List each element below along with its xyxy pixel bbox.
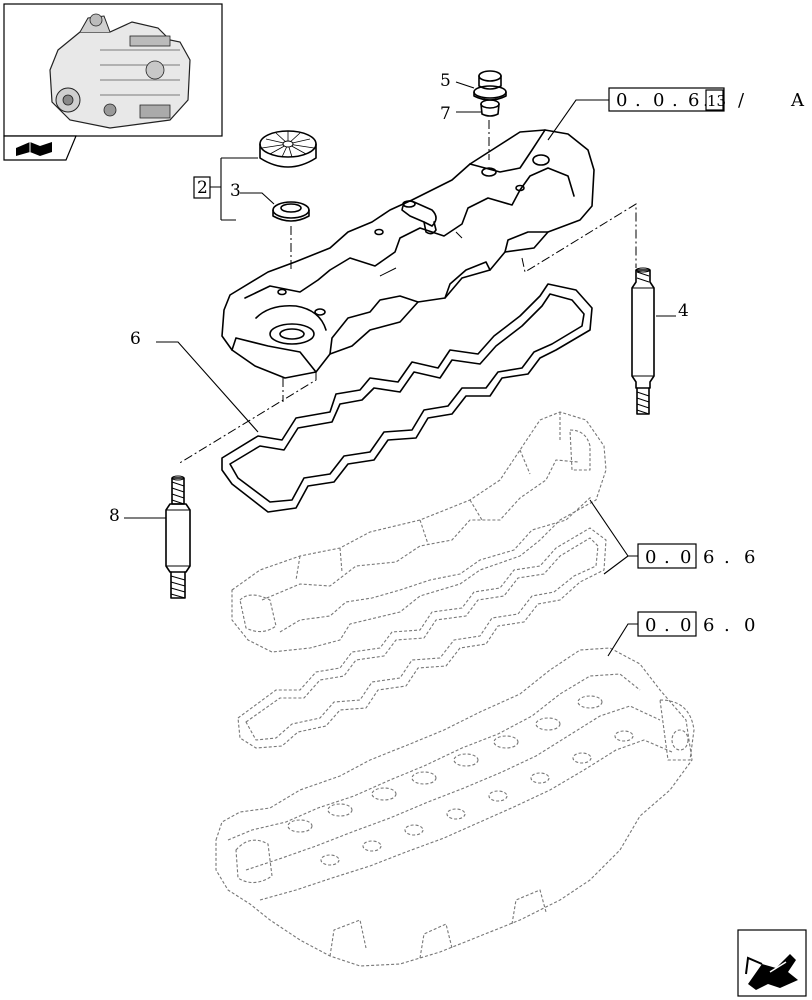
book-icon	[16, 142, 52, 156]
svg-text:.: .	[664, 615, 670, 636]
svg-text:6: 6	[744, 547, 755, 568]
part-5-bolt	[473, 70, 507, 101]
part-6-gasket	[221, 283, 593, 513]
reference-low[interactable]: 0 . 0 6 . 0	[637, 611, 755, 637]
callout-2: 2	[197, 178, 208, 198]
callout-6: 6	[130, 329, 141, 349]
leader-3	[240, 192, 275, 205]
svg-text:.: .	[664, 547, 670, 568]
next-page-arrow-icon[interactable]	[737, 929, 807, 997]
callout-8: 8	[109, 506, 120, 526]
reference-top[interactable]: 0 . 0 . 6 . 13 / A	[608, 87, 805, 112]
reference-mid-box	[637, 543, 697, 569]
leader-low-ref	[607, 623, 638, 657]
svg-text:0: 0	[645, 547, 656, 568]
svg-text:.: .	[672, 90, 678, 111]
reference-low-box	[637, 611, 697, 637]
phantom-cylinder-head	[215, 647, 695, 967]
leader-top-ref	[547, 99, 609, 141]
callout-3: 3	[230, 181, 241, 201]
svg-text:.: .	[635, 90, 641, 111]
phantom-head-housing	[231, 411, 607, 653]
svg-text:0: 0	[680, 615, 691, 636]
callout-4: 4	[678, 301, 689, 321]
svg-text:0: 0	[744, 615, 755, 636]
axis-stud-8	[177, 372, 317, 465]
thumbnail-panel[interactable]	[3, 3, 223, 161]
svg-text:0: 0	[645, 615, 656, 636]
axis-stud-4	[521, 203, 637, 273]
part-oil-filler-cap	[259, 130, 317, 168]
leader-5	[455, 81, 475, 89]
phantom-lower-gasket	[237, 527, 607, 749]
svg-text:6: 6	[703, 615, 714, 636]
part-4-stud	[631, 267, 655, 415]
svg-text:0: 0	[653, 90, 664, 111]
reference-top-variant: A	[790, 90, 805, 111]
bracket-2	[210, 157, 258, 221]
part-8-stud	[165, 475, 191, 599]
part-valve-cover	[221, 129, 595, 379]
callout-7: 7	[440, 104, 451, 124]
svg-text:6: 6	[703, 547, 714, 568]
callout-5: 5	[440, 71, 451, 91]
svg-text:6: 6	[688, 90, 699, 111]
svg-text:0: 0	[616, 90, 627, 111]
reference-mid[interactable]: 0 . 0 6 . 6	[637, 543, 755, 569]
engine-thumbnail-icon	[49, 13, 191, 129]
part-3-seal	[272, 201, 310, 222]
leader-mid-ref	[589, 499, 638, 575]
svg-text:.: .	[724, 547, 730, 568]
svg-text:.: .	[724, 615, 730, 636]
phantom-valve-ports	[287, 695, 634, 866]
leader-6	[156, 341, 259, 433]
reference-top-highlight	[705, 89, 724, 111]
part-7-seal	[480, 99, 500, 117]
reference-top-separator: /	[738, 90, 745, 111]
svg-text:13: 13	[707, 92, 726, 110]
svg-text:0: 0	[680, 547, 691, 568]
